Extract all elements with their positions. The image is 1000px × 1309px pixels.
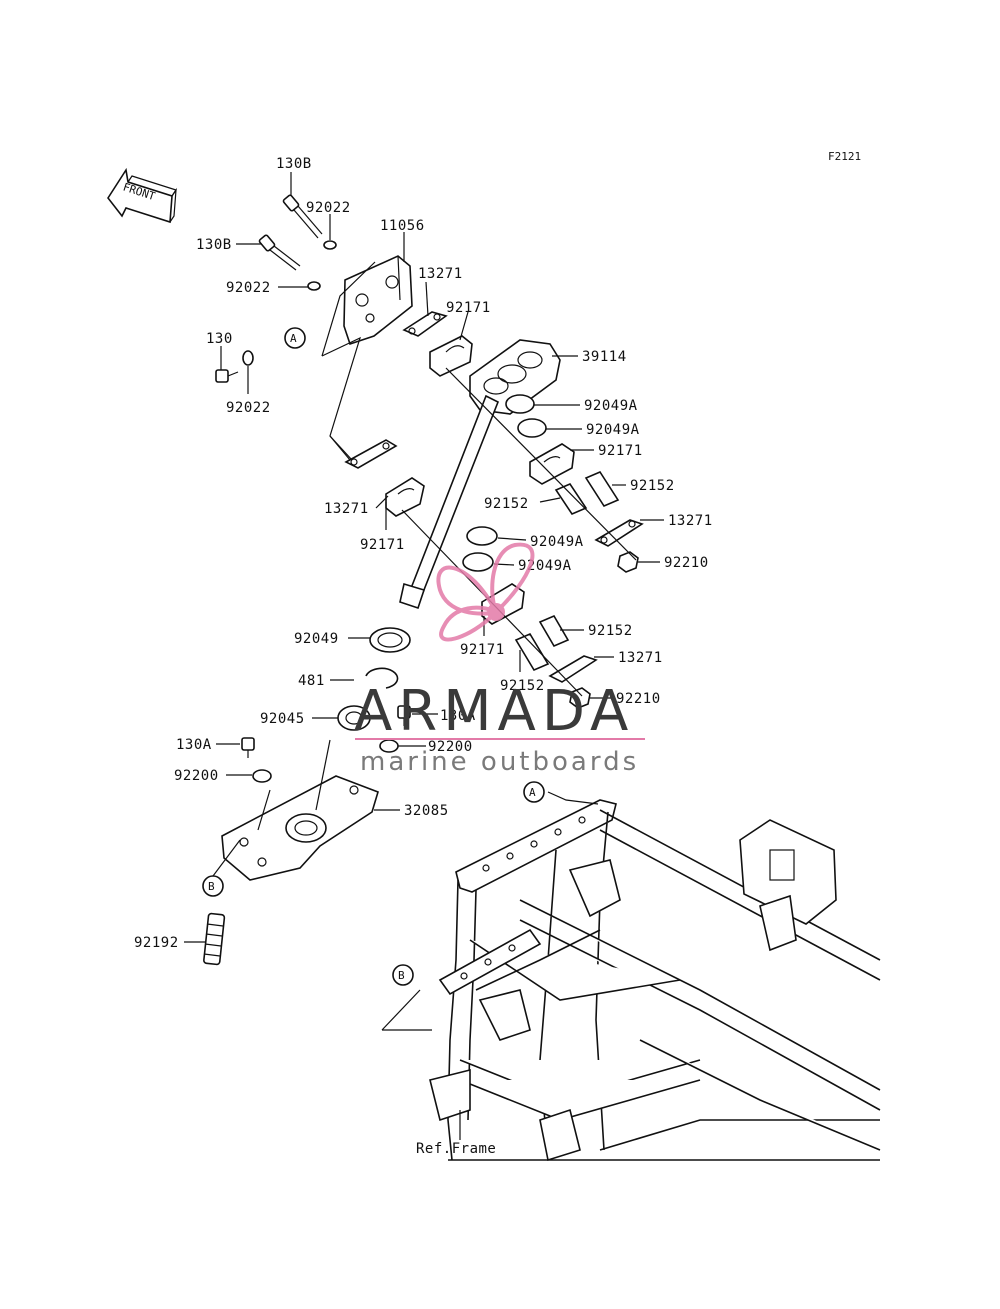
bolt-130a-left bbox=[241, 737, 255, 758]
label-92152-low: 92152 bbox=[500, 678, 545, 694]
ring-92049a-2 bbox=[517, 418, 547, 438]
steering-shaft bbox=[399, 394, 500, 610]
ring-92049a-4 bbox=[462, 552, 494, 572]
bolt-130b-top bbox=[282, 194, 323, 239]
watermark-tagline: marine outboards bbox=[360, 747, 639, 777]
plate-13271-right bbox=[594, 519, 644, 547]
washer-92022-top bbox=[323, 240, 337, 250]
label-92049a-2: 92049A bbox=[586, 422, 640, 438]
watermark-brand: ARMADA bbox=[354, 679, 634, 744]
label-92022-low: 92022 bbox=[226, 400, 271, 416]
seal-92049 bbox=[369, 627, 411, 653]
nut-92210-2 bbox=[569, 687, 591, 709]
washer-92200-left bbox=[252, 769, 272, 783]
callout-b-frame: B bbox=[392, 964, 414, 986]
ref-frame-label: Ref.Frame bbox=[416, 1141, 496, 1157]
callout-a-upper: A bbox=[284, 327, 306, 349]
bracket-11056 bbox=[343, 255, 413, 346]
callout-a-frame: A bbox=[523, 781, 545, 803]
washer-92022-mid bbox=[307, 281, 321, 291]
label-92152-r2: 92152 bbox=[588, 623, 633, 639]
label-92171-right: 92171 bbox=[598, 443, 643, 459]
label-92022-top: 92022 bbox=[306, 200, 351, 216]
label-92045: 92045 bbox=[260, 711, 305, 727]
watermark-divider bbox=[355, 738, 645, 740]
label-92152-r1: 92152 bbox=[630, 478, 675, 494]
watermark: ARMADA marine outboards bbox=[354, 542, 645, 777]
label-13271-top: 13271 bbox=[418, 266, 463, 282]
collar-92152-low bbox=[514, 632, 550, 672]
label-130a-right: 130A bbox=[440, 708, 476, 724]
label-32085: 32085 bbox=[404, 803, 449, 819]
holder-39114 bbox=[469, 339, 561, 415]
label-92200-right: 92200 bbox=[428, 739, 473, 755]
label-92171-left: 92171 bbox=[360, 537, 405, 553]
collar-92152-r2 bbox=[538, 614, 570, 648]
label-11056: 11056 bbox=[380, 218, 425, 234]
ring-92049a-1 bbox=[505, 394, 535, 414]
label-92152-l1: 92152 bbox=[484, 496, 529, 512]
callout-b-plate: B bbox=[202, 875, 224, 897]
collar-92152-r1 bbox=[584, 470, 620, 508]
label-13271-right: 13271 bbox=[668, 513, 713, 529]
front-arrow-icon: FRONT bbox=[107, 167, 177, 224]
label-92192: 92192 bbox=[134, 935, 179, 951]
washer-92022-low bbox=[242, 350, 254, 366]
label-13271-left: 13271 bbox=[324, 501, 369, 517]
label-92049: 92049 bbox=[294, 631, 339, 647]
plate-13271-top bbox=[402, 311, 448, 337]
label-92171-top: 92171 bbox=[446, 300, 491, 316]
bolt-130a-right bbox=[397, 705, 411, 726]
base-plate-32085 bbox=[221, 775, 379, 881]
main-frame bbox=[429, 799, 881, 1162]
label-130: 130 bbox=[206, 331, 233, 347]
bolt-130 bbox=[215, 369, 239, 383]
label-13271-low: 13271 bbox=[618, 650, 663, 666]
snap-ring-481 bbox=[365, 667, 399, 689]
label-39114: 39114 bbox=[582, 349, 627, 365]
label-130a-left: 130A bbox=[176, 737, 212, 753]
label-481: 481 bbox=[298, 673, 325, 689]
label-130b-mid: 130B bbox=[196, 237, 232, 253]
label-92049a-3: 92049A bbox=[530, 534, 584, 550]
svg-text:B: B bbox=[208, 880, 215, 893]
clamp-92171-top bbox=[429, 335, 473, 377]
label-92210-1: 92210 bbox=[664, 555, 709, 571]
propeller-logo-icon bbox=[436, 542, 535, 642]
label-92022-mid: 92022 bbox=[226, 280, 271, 296]
label-92200-left: 92200 bbox=[174, 768, 219, 784]
label-92171-mid: 92171 bbox=[460, 642, 505, 658]
clamp-92171-right bbox=[529, 443, 575, 485]
stud-92192 bbox=[203, 912, 226, 966]
figure-code: F2121 bbox=[828, 150, 861, 163]
collar-92152-l1 bbox=[554, 483, 588, 515]
svg-text:A: A bbox=[529, 786, 536, 799]
plate-13271-left bbox=[344, 439, 398, 469]
clamp-92171-left bbox=[385, 477, 425, 517]
nut-92210-1 bbox=[617, 551, 639, 573]
svg-text:A: A bbox=[290, 332, 297, 345]
label-92210-2: 92210 bbox=[616, 691, 661, 707]
label-130b-top: 130B bbox=[276, 156, 312, 172]
svg-text:B: B bbox=[398, 969, 405, 982]
bolt-130b-mid bbox=[258, 234, 301, 271]
label-92049a-1: 92049A bbox=[584, 398, 638, 414]
ring-92049a-3 bbox=[466, 526, 498, 546]
